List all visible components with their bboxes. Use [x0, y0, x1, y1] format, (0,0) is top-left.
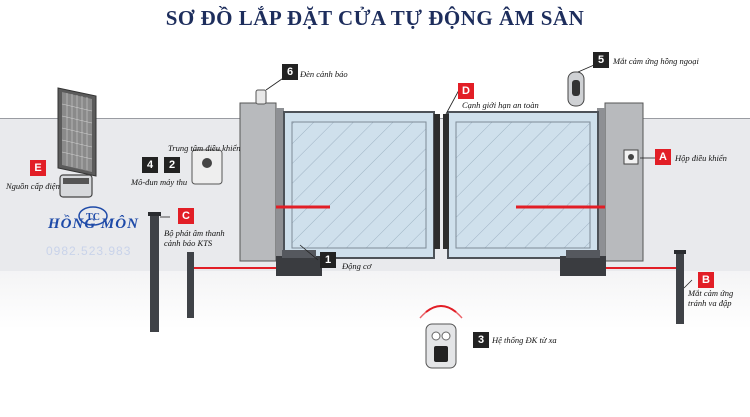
safety-edge	[434, 114, 449, 249]
sound-alarm-post	[148, 212, 161, 332]
ir-sensor-device	[567, 71, 585, 107]
label-sound-alarm-1: Bộ phát âm thanh	[164, 228, 225, 238]
sensor-post-left	[187, 252, 194, 318]
label-power-supply: Nguồn cấp điện	[6, 181, 60, 191]
control-box	[623, 149, 639, 165]
badge-4: 4	[142, 157, 158, 173]
solar-panel	[57, 87, 97, 177]
svg-text:TC: TC	[86, 212, 100, 223]
motor-left	[276, 250, 322, 276]
label-warning-lamp: Đèn cảnh báo	[300, 69, 348, 79]
badge-e: E	[30, 160, 46, 176]
badge-1: 1	[320, 252, 336, 268]
label-ir-sensor: Mắt cảm ứng hồng ngoại	[613, 56, 699, 66]
right-pillar	[597, 102, 644, 262]
badge-2: 2	[164, 157, 180, 173]
gate-leaf-right	[447, 111, 599, 259]
collision-sensor-post	[674, 250, 686, 324]
leader-d	[445, 89, 460, 115]
label-sound-alarm-2: cảnh báo KTS	[164, 238, 213, 248]
remote-control	[419, 305, 463, 369]
badge-c: C	[178, 208, 194, 224]
badge-b: B	[698, 272, 714, 288]
label-remote: Hệ thống ĐK từ xa	[492, 335, 557, 345]
gate-leaf-left	[283, 111, 435, 259]
label-motor: Động cơ	[342, 261, 372, 271]
motor-right	[560, 250, 606, 276]
label-control-center: Trung tâm điều khiển	[168, 143, 241, 153]
label-safety-edge: Cạnh giới hạn an toàn	[462, 100, 539, 110]
badge-3: 3	[473, 332, 489, 348]
label-receiver-module: Mô-đun máy thu	[131, 177, 188, 187]
badge-6: 6	[282, 64, 298, 80]
label-collision-1: Mắt cảm ứng	[688, 288, 734, 298]
leader-b	[683, 279, 693, 289]
leader-1	[299, 244, 319, 261]
brand-phone: 0982.523.983	[46, 244, 132, 258]
left-pillar	[239, 102, 284, 262]
badge-5: 5	[593, 52, 609, 68]
warning-lamp	[255, 89, 267, 105]
label-collision-2: tránh va đập	[688, 298, 732, 308]
power-supply-box	[59, 174, 93, 198]
label-control-box: Hộp điều khiển	[675, 153, 727, 163]
ground	[0, 271, 750, 417]
page-title: SƠ ĐỒ LẮP ĐẶT CỬA TỰ ĐỘNG ÂM SÀN	[165, 6, 585, 30]
brand-name: HỒNG MÔN	[48, 216, 139, 232]
badge-a: A	[655, 149, 671, 165]
control-center-box	[191, 149, 223, 185]
brand-logo: TC	[78, 206, 108, 226]
badge-d: D	[458, 83, 474, 99]
